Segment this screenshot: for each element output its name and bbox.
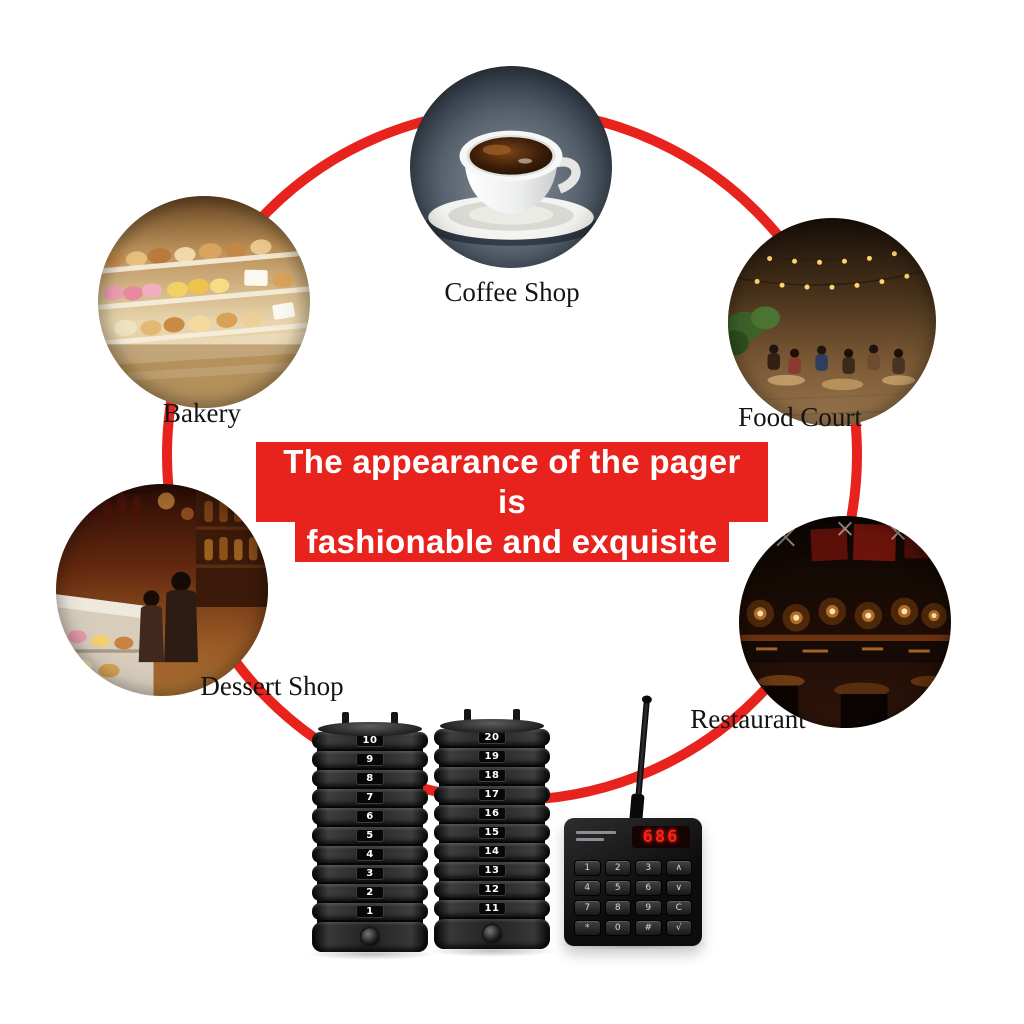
slogan-line-1: The appearance of the pager is xyxy=(256,442,768,522)
pager-number: 5 xyxy=(356,829,384,842)
pager-number: 8 xyxy=(356,772,384,785)
pager-number: 14 xyxy=(478,845,506,858)
keypad-key: ∨ xyxy=(665,880,692,896)
keypad-key: 3 xyxy=(635,860,662,876)
transmitter-keypad-unit: 686 1 2 3 ∧ 4 5 6 ∨ 7 8 9 C * 0 # √ xyxy=(564,818,702,946)
bakery-illustration xyxy=(98,196,310,408)
antenna-nub xyxy=(391,712,398,725)
pager-disc: 15 xyxy=(434,824,550,841)
bakery-photo xyxy=(98,196,310,408)
restaurant-illustration xyxy=(739,516,951,728)
pager-disc: 8 xyxy=(312,770,428,787)
keypad-key: 2 xyxy=(604,860,631,876)
label-bakery: Bakery xyxy=(163,398,241,428)
pager-disc: 14 xyxy=(434,843,550,860)
keypad-key: 0 xyxy=(604,920,631,936)
keypad-key: 5 xyxy=(604,880,631,896)
pager-disc: 2 xyxy=(312,884,428,901)
charging-base xyxy=(312,922,428,952)
dessert-shop-photo xyxy=(56,484,268,696)
keypad-key: √ xyxy=(665,920,692,936)
pager-disc: 7 xyxy=(312,789,428,806)
pager-disc: 10 xyxy=(312,732,428,749)
stack-top-cap xyxy=(440,719,544,733)
pager-number: 7 xyxy=(356,791,384,804)
pager-number: 17 xyxy=(478,788,506,801)
pager-disc: 6 xyxy=(312,808,428,825)
slogan-banner: The appearance of the pager is fashionab… xyxy=(256,442,768,562)
pager-disc: 17 xyxy=(434,786,550,803)
antenna-nub xyxy=(342,712,349,725)
restaurant-photo xyxy=(739,516,951,728)
keypad-key: 9 xyxy=(635,900,662,916)
pager-number: 16 xyxy=(478,807,506,820)
antenna-nub xyxy=(464,709,471,722)
pager-number: 1 xyxy=(356,905,384,918)
pager-disc: 4 xyxy=(312,846,428,863)
pager-number: 6 xyxy=(356,810,384,823)
food-court-photo xyxy=(728,218,936,426)
dessert-shop-illustration xyxy=(56,484,268,696)
pager-disc: 13 xyxy=(434,862,550,879)
label-food-court: Food Court xyxy=(738,402,862,432)
pager-disc: 3 xyxy=(312,865,428,882)
led-display: 686 xyxy=(632,826,690,848)
pager-number: 13 xyxy=(478,864,506,877)
keypad-key: ∧ xyxy=(665,860,692,876)
charging-base xyxy=(434,919,550,949)
antenna-nub xyxy=(513,709,520,722)
coffee-shop-photo xyxy=(410,66,612,268)
label-coffee-shop: Coffee Shop xyxy=(444,277,580,307)
pager-disc: 18 xyxy=(434,767,550,784)
keypad: 1 2 3 ∧ 4 5 6 ∨ 7 8 9 C * 0 # √ xyxy=(574,860,692,936)
label-restaurant: Restaurant xyxy=(690,704,806,734)
brand-marks xyxy=(576,831,616,845)
pager-disc: 20 xyxy=(434,729,550,746)
pager-disc: 1 xyxy=(312,903,428,920)
keypad-key: * xyxy=(574,920,601,936)
pager-stack-1-10: 10 9 8 7 6 5 4 3 2 1 xyxy=(312,712,428,952)
pager-disc: 12 xyxy=(434,881,550,898)
pager-number: 2 xyxy=(356,886,384,899)
food-court-illustration xyxy=(728,218,936,426)
pager-disc: 5 xyxy=(312,827,428,844)
pager-number: 11 xyxy=(478,902,506,915)
pager-disc: 11 xyxy=(434,900,550,917)
pager-number: 4 xyxy=(356,848,384,861)
pager-number: 15 xyxy=(478,826,506,839)
pager-disc: 19 xyxy=(434,748,550,765)
pager-number: 9 xyxy=(356,753,384,766)
label-dessert-shop: Dessert Shop xyxy=(200,671,344,701)
keypad-key: 6 xyxy=(635,880,662,896)
pager-disc: 9 xyxy=(312,751,428,768)
stack-top-cap xyxy=(318,722,422,736)
keypad-key: C xyxy=(665,900,692,916)
slogan-line-2: fashionable and exquisite xyxy=(294,522,730,562)
keypad-key: 4 xyxy=(574,880,601,896)
pager-number: 18 xyxy=(478,769,506,782)
keypad-key: 1 xyxy=(574,860,601,876)
pager-stack-11-20: 20 19 18 17 16 15 14 13 12 11 xyxy=(434,709,550,949)
pager-number: 12 xyxy=(478,883,506,896)
coffee-shop-illustration xyxy=(410,66,612,268)
keypad-key: 7 xyxy=(574,900,601,916)
pager-number: 3 xyxy=(356,867,384,880)
keyhole xyxy=(361,928,379,946)
keyhole xyxy=(483,925,501,943)
keypad-key: 8 xyxy=(604,900,631,916)
keypad-key: # xyxy=(635,920,662,936)
pager-disc: 16 xyxy=(434,805,550,822)
pager-number: 19 xyxy=(478,750,506,763)
